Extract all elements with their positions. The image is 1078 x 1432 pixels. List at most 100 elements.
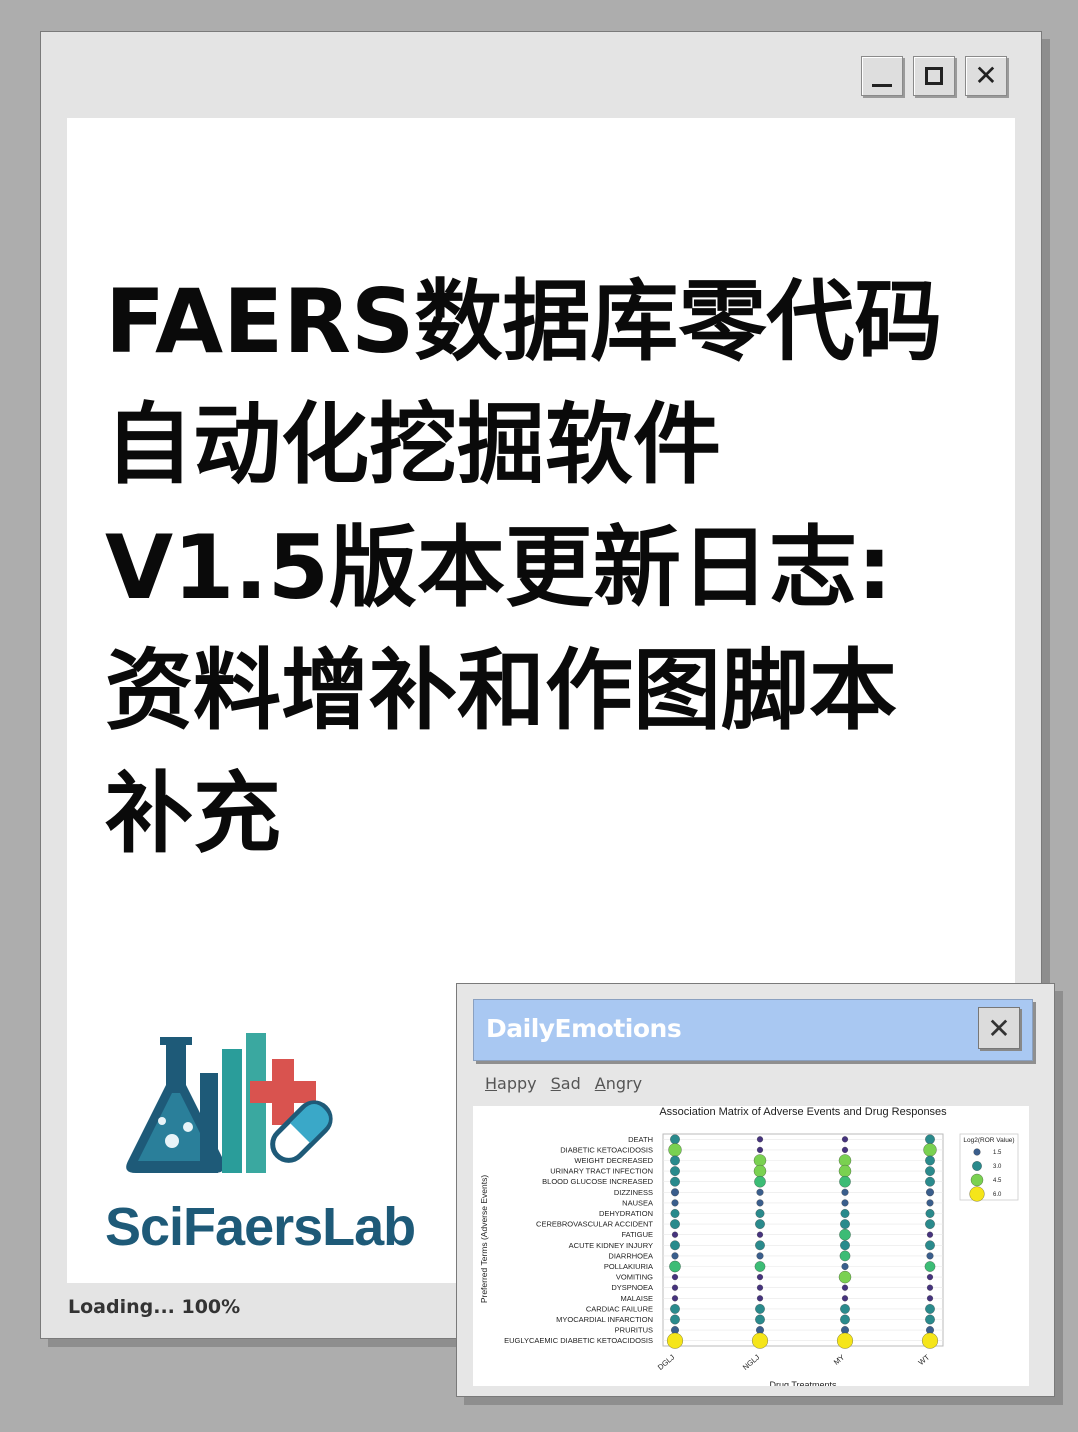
- popup-menu: Happy Sad Angry: [485, 1074, 642, 1093]
- x-tick-label: WT: [917, 1352, 932, 1367]
- chart-area: Association Matrix of Adverse Events and…: [473, 1106, 1029, 1386]
- data-point: [670, 1176, 680, 1187]
- data-point: [756, 1295, 764, 1302]
- minimize-icon: [872, 83, 892, 87]
- y-axis-label: Preferred Terms (Adverse Events): [479, 1175, 489, 1303]
- data-point: [925, 1176, 935, 1187]
- data-point: [670, 1240, 680, 1251]
- y-tick-label: DIARRHOEA: [608, 1251, 653, 1260]
- y-tick-label: MYOCARDIAL INFARCTION: [556, 1315, 653, 1324]
- minimize-button[interactable]: [861, 56, 903, 96]
- y-tick-label: EUGLYCAEMIC DIABETIC KETOACIDOSIS: [504, 1336, 653, 1345]
- y-tick-label: DEHYDRATION: [599, 1209, 653, 1218]
- data-point: [669, 1260, 681, 1273]
- data-point: [670, 1155, 680, 1166]
- data-point: [755, 1240, 765, 1251]
- data-point: [841, 1188, 849, 1196]
- close-button[interactable]: ✕: [965, 56, 1007, 96]
- data-point: [925, 1166, 935, 1176]
- window-controls: ✕: [861, 56, 1007, 96]
- legend-label: 6.0: [993, 1192, 1002, 1198]
- data-point: [756, 1231, 764, 1238]
- data-point: [670, 1219, 680, 1229]
- plot-frame: [662, 1133, 944, 1347]
- y-tick-label: FATIGUE: [621, 1230, 653, 1239]
- y-tick-label: MALAISE: [620, 1294, 653, 1303]
- data-point: [924, 1261, 936, 1272]
- data-point: [925, 1219, 935, 1229]
- menu-item-happy[interactable]: Happy: [485, 1074, 537, 1093]
- y-tick-label: WEIGHT DECREASED: [574, 1156, 653, 1165]
- legend-title: Log2(ROR Value): [963, 1137, 1014, 1144]
- data-point: [756, 1284, 764, 1291]
- data-point: [836, 1332, 853, 1349]
- y-tick-label: DIZZINESS: [614, 1188, 653, 1197]
- data-point: [756, 1274, 764, 1281]
- data-point: [755, 1304, 765, 1314]
- data-point: [841, 1262, 849, 1270]
- data-point: [926, 1199, 934, 1207]
- data-point: [840, 1219, 850, 1229]
- y-tick-label: URINARY TRACT INFECTION: [550, 1167, 653, 1176]
- data-point: [925, 1155, 935, 1166]
- data-point: [670, 1314, 680, 1325]
- menu-item-angry[interactable]: Angry: [594, 1074, 643, 1093]
- data-point: [840, 1304, 850, 1314]
- data-point: [926, 1295, 934, 1302]
- data-point: [926, 1252, 934, 1260]
- data-point: [839, 1250, 851, 1262]
- legend-label: 4.5: [993, 1178, 1002, 1184]
- main-window: ✕ FAERS数据库零代码 自动化挖掘软件 V1.5版本更新日志: 资料增补和作…: [40, 31, 1042, 1339]
- popup-window: DailyEmotions ✕ Happy Sad Angry Associat…: [456, 983, 1055, 1397]
- data-point: [925, 1304, 935, 1314]
- data-point: [756, 1136, 764, 1143]
- data-point: [671, 1199, 679, 1207]
- y-tick-label: POLLAKIURIA: [604, 1262, 653, 1271]
- popup-close-button[interactable]: ✕: [978, 1007, 1020, 1049]
- data-point: [753, 1154, 767, 1167]
- menu-item-sad[interactable]: Sad: [550, 1074, 581, 1093]
- data-point: [838, 1164, 852, 1178]
- data-point: [751, 1332, 768, 1349]
- data-point: [670, 1166, 680, 1176]
- data-point: [671, 1295, 679, 1302]
- data-point: [921, 1332, 938, 1349]
- headline-line-3: V1.5版本更新日志:: [105, 516, 893, 619]
- y-tick-label: CARDIAC FAILURE: [586, 1304, 653, 1313]
- legend-swatch: [973, 1148, 981, 1156]
- y-tick-label: DEATH: [628, 1135, 653, 1144]
- data-point: [756, 1252, 764, 1260]
- data-point: [841, 1284, 849, 1291]
- headline-line-1: FAERS数据库零代码: [105, 270, 943, 373]
- data-point: [841, 1136, 849, 1143]
- popup-titlebar[interactable]: DailyEmotions ✕: [473, 999, 1033, 1061]
- data-point: [925, 1314, 935, 1325]
- data-point: [841, 1295, 849, 1302]
- data-point: [671, 1252, 679, 1260]
- legend-swatch: [969, 1186, 985, 1202]
- data-point: [753, 1164, 767, 1178]
- y-tick-label: NAUSEA: [622, 1198, 653, 1207]
- data-point: [839, 1228, 851, 1241]
- data-point: [756, 1188, 764, 1196]
- y-tick-label: BLOOD GLUCOSE INCREASED: [542, 1177, 653, 1186]
- chart-title: Association Matrix of Adverse Events and…: [659, 1106, 947, 1118]
- data-point: [670, 1134, 680, 1145]
- brand-name: SciFaersLab: [105, 1197, 416, 1257]
- data-point: [838, 1154, 852, 1167]
- popup-title: DailyEmotions: [486, 1014, 682, 1043]
- data-point: [754, 1175, 766, 1188]
- y-tick-label: PRURITUS: [615, 1326, 653, 1335]
- headline-line-4: 资料增补和作图脚本: [105, 639, 898, 742]
- data-point: [840, 1314, 850, 1325]
- legend-swatch: [970, 1173, 984, 1187]
- x-axis-label: Drug Treatments: [769, 1380, 837, 1386]
- bubble-chart: Association Matrix of Adverse Events and…: [479, 1106, 1019, 1386]
- flask-chart-pill-icon: [122, 1023, 352, 1182]
- x-tick-label: DGLJ: [656, 1352, 677, 1371]
- headline-line-2: 自动化挖掘软件: [105, 393, 722, 496]
- y-tick-label: ACUTE KIDNEY INJURY: [569, 1241, 653, 1250]
- data-point: [666, 1332, 683, 1349]
- data-point: [841, 1146, 849, 1153]
- maximize-button[interactable]: [913, 56, 955, 96]
